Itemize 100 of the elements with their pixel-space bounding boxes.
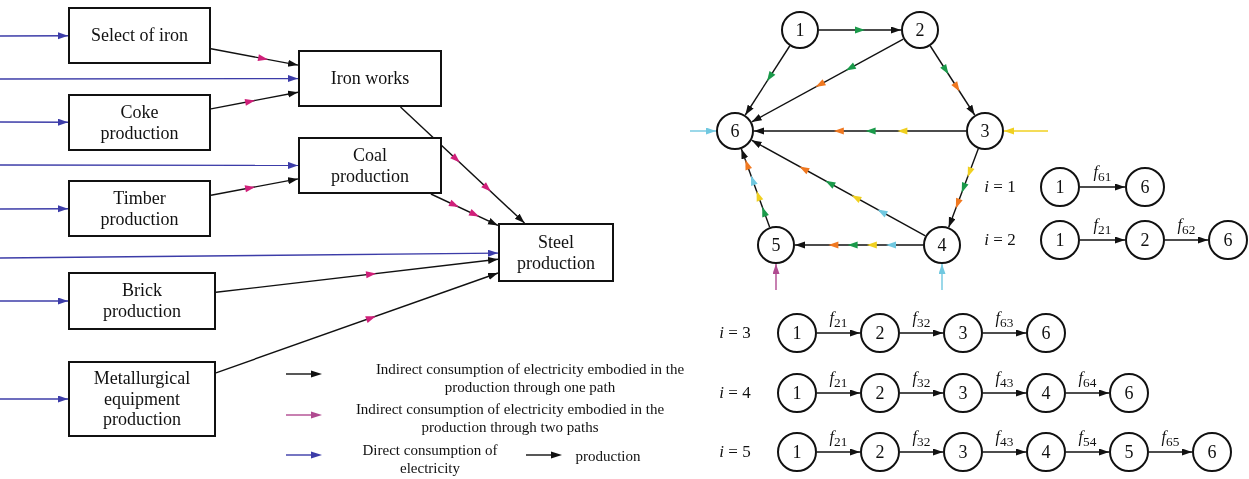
arrow <box>210 90 299 110</box>
node-number: 6 <box>1041 322 1051 344</box>
node-circle <box>757 226 795 264</box>
node-number: 6 <box>1223 229 1233 251</box>
process-box <box>68 94 211 151</box>
arrow <box>816 448 861 456</box>
arrow <box>689 127 717 135</box>
node-number: 1 <box>1055 176 1065 198</box>
node-number: 2 <box>915 19 925 41</box>
legend-text: Indirect consumption of electricity embodied in the production through two paths <box>355 400 665 436</box>
node-number: 6 <box>1124 382 1134 404</box>
node-label: Iron works <box>330 68 410 89</box>
arrow <box>899 329 944 337</box>
node-label: Metallurgical equipment production <box>92 367 192 431</box>
arrow <box>1148 448 1193 456</box>
node-number: 2 <box>1140 229 1150 251</box>
node-circle <box>777 432 817 472</box>
arrow <box>399 106 526 224</box>
node-circle <box>1026 313 1066 353</box>
node-circle <box>943 313 983 353</box>
node-label: Timber production <box>99 187 180 230</box>
process-box <box>298 50 442 107</box>
node-circle <box>1208 220 1248 260</box>
node-number: 6 <box>1140 176 1150 198</box>
node-label: Coke production <box>99 101 180 144</box>
row-label: i = 4 <box>719 383 751 403</box>
arrow <box>1065 448 1110 456</box>
node-circle <box>1040 220 1080 260</box>
arrow <box>0 75 299 83</box>
arrow <box>818 26 902 34</box>
node-circle <box>1109 432 1149 472</box>
arrow <box>794 241 924 249</box>
arrow <box>982 448 1027 456</box>
node-number: 2 <box>875 322 885 344</box>
row-label: i = 1 <box>984 177 1016 197</box>
node-circle <box>943 432 983 472</box>
node-circle <box>1125 167 1165 207</box>
node-number: 3 <box>958 322 968 344</box>
node-number: 1 <box>792 441 802 463</box>
node-circle <box>860 313 900 353</box>
arrow <box>982 329 1027 337</box>
node-label: Steel production <box>516 231 596 274</box>
node-circle <box>1192 432 1232 472</box>
arrow <box>744 45 791 116</box>
node-circle <box>777 313 817 353</box>
arrow <box>938 263 946 291</box>
node-circle <box>943 373 983 413</box>
node-number: 1 <box>795 19 805 41</box>
arrow <box>1079 183 1126 191</box>
row-label: i = 5 <box>719 442 751 462</box>
arrow <box>740 148 771 228</box>
node-number: 5 <box>771 234 781 256</box>
node-number: 4 <box>1041 441 1051 463</box>
row-label: i = 3 <box>719 323 751 343</box>
arrow <box>0 205 69 213</box>
arrow <box>899 448 944 456</box>
arrow <box>751 38 904 123</box>
node-circle <box>860 373 900 413</box>
arrow <box>982 389 1027 397</box>
arrow <box>750 139 927 237</box>
arrow <box>430 193 499 227</box>
arrow <box>816 389 861 397</box>
node-circle <box>923 226 961 264</box>
node-number: 6 <box>730 120 740 142</box>
node-number: 4 <box>937 234 947 256</box>
arrow <box>1003 127 1049 135</box>
node-circle <box>716 112 754 150</box>
node-circle <box>1125 220 1165 260</box>
row-label: i = 2 <box>984 230 1016 250</box>
node-circle <box>777 373 817 413</box>
node-number: 2 <box>875 441 885 463</box>
node-number: 3 <box>980 120 990 142</box>
arrow <box>0 32 69 40</box>
node-number: 1 <box>792 382 802 404</box>
arrow <box>0 297 69 305</box>
node-number: 1 <box>792 322 802 344</box>
arrow <box>1079 236 1126 244</box>
arrow <box>215 272 499 374</box>
arrow <box>753 127 967 135</box>
node-number: 3 <box>958 382 968 404</box>
node-number: 6 <box>1207 441 1217 463</box>
node-circle <box>781 11 819 49</box>
legend-text: production <box>574 447 642 465</box>
node-circle <box>966 112 1004 150</box>
arrow <box>948 148 979 228</box>
node-label: Brick production <box>102 280 182 322</box>
arrow <box>210 48 299 67</box>
legend-text: Direct consumption of electricity <box>361 441 499 477</box>
node-label: Coal production <box>330 144 410 187</box>
node-number: 5 <box>1124 441 1134 463</box>
node-number: 4 <box>1041 382 1051 404</box>
node-circle <box>901 11 939 49</box>
legend-text: Indirect consumption of electricity embodied in the production through one path <box>374 360 686 396</box>
process-box <box>298 137 442 194</box>
arrow <box>772 263 780 291</box>
arrow <box>0 161 299 169</box>
arrow <box>1065 389 1110 397</box>
node-circle <box>860 432 900 472</box>
arrow <box>0 395 69 403</box>
node-number: 1 <box>1055 229 1065 251</box>
